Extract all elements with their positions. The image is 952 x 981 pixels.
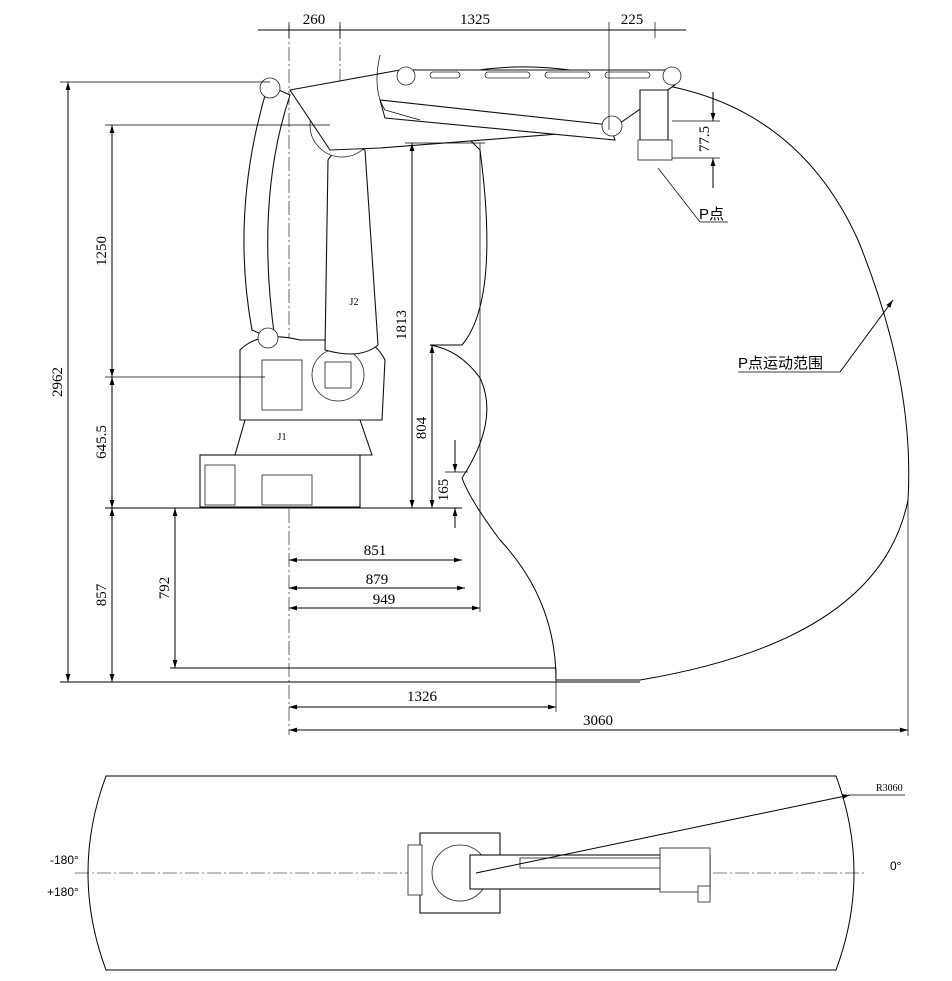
parallel-link <box>243 84 291 341</box>
dim-1813: 1813 <box>394 310 410 340</box>
base-panel <box>261 474 313 506</box>
motion-envelope <box>339 66 910 681</box>
arm-slot-1 <box>429 71 461 79</box>
middle-dimensions: 1813 804 165 77.5 <box>394 92 720 528</box>
bottom-dimensions: 851 879 949 1326 3060 <box>289 143 909 736</box>
dim-645-5: 645.5 <box>94 425 110 459</box>
arm-pivot-rear <box>396 66 416 86</box>
arm-cable <box>376 54 421 121</box>
dim-1325: 1325 <box>460 12 490 28</box>
annotations: P点 P点运动范围 J1 J2 <box>278 167 894 443</box>
j2-joint-cap <box>324 361 352 389</box>
wrist-housing <box>639 89 669 141</box>
forearm <box>379 99 616 141</box>
base-connector <box>204 464 236 506</box>
arm-slot-3 <box>544 71 591 79</box>
p-point-label: P点 <box>699 206 724 223</box>
arm-slot-4 <box>604 71 651 79</box>
side-view: 260 1325 225 2962 1250 645.5 857 792 181… <box>50 12 910 736</box>
lower-arm <box>324 146 379 355</box>
dim-792: 792 <box>157 577 173 600</box>
wrist-pivot <box>601 115 623 137</box>
dim-804: 804 <box>414 416 430 439</box>
angle-neg: -180° <box>50 853 79 867</box>
base-flange <box>234 419 373 456</box>
top-tool <box>697 885 711 903</box>
link-pivot-bottom <box>257 327 279 349</box>
dim-225: 225 <box>621 12 644 28</box>
top-view: R3060 -180° +180° 0° <box>47 775 905 971</box>
robot-side-body <box>199 54 682 508</box>
angle-zero: 0° <box>890 859 902 873</box>
wrist-flange <box>637 139 673 161</box>
dim-260: 260 <box>303 12 326 28</box>
arm-pivot-front <box>662 66 682 86</box>
left-dimensions: 2962 1250 645.5 857 792 <box>50 81 330 682</box>
dim-851: 851 <box>364 543 387 559</box>
j2-label: J2 <box>350 297 359 308</box>
robot-top-body <box>407 832 711 914</box>
dim-1250: 1250 <box>94 236 110 266</box>
top-connector <box>407 844 423 896</box>
dim-949: 949 <box>373 592 396 608</box>
top-wrist <box>659 847 711 893</box>
j1-label: J1 <box>278 432 287 443</box>
dim-77-5: 77.5 <box>697 126 713 152</box>
j2-motor <box>261 359 303 411</box>
angle-pos: +180° <box>47 885 79 899</box>
arm-slot-2 <box>484 71 531 79</box>
dim-3060: 3060 <box>583 713 613 729</box>
dim-2962: 2962 <box>50 367 66 397</box>
upper-arm <box>289 69 676 151</box>
dim-879: 879 <box>366 572 389 588</box>
radius-label: R3060 <box>876 783 903 794</box>
dim-1326: 1326 <box>407 689 438 705</box>
top-view-range <box>87 775 855 971</box>
p-range-label: P点运动范围 <box>738 355 823 372</box>
top-dimensions: 260 1325 225 <box>258 12 686 130</box>
link-pivot-top <box>259 77 281 99</box>
dim-165: 165 <box>436 479 452 502</box>
dim-857: 857 <box>94 583 110 606</box>
